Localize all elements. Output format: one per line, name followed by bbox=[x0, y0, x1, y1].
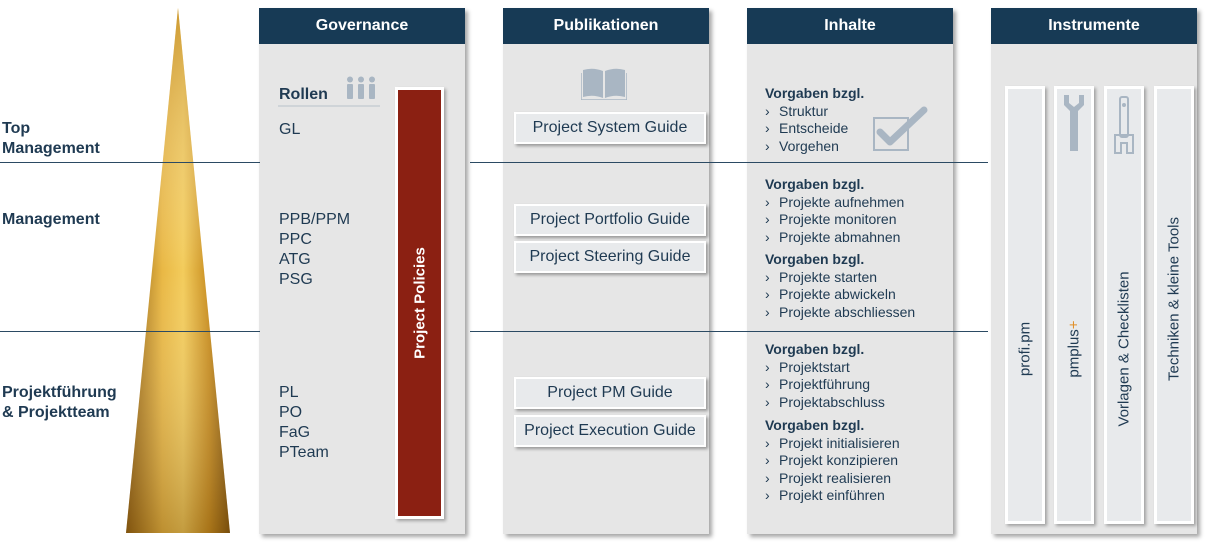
guide-project-steering: Project Steering Guide bbox=[514, 241, 706, 273]
guide-project-pm: Project PM Guide bbox=[514, 377, 706, 409]
tool-label-vorlagen-checklisten: Vorlagen & Checklisten bbox=[1115, 271, 1133, 427]
role-fag: FaG bbox=[279, 424, 311, 441]
tool-icon bbox=[1114, 96, 1134, 154]
roles-title: Rollen bbox=[279, 86, 328, 103]
role-pl: PL bbox=[279, 384, 299, 401]
tool-profi-pm: profi.pm bbox=[1005, 86, 1045, 524]
content-block-team-2: Vorgaben bzgl. ›Projekt initialisieren ›… bbox=[765, 417, 900, 504]
checkbox-check-icon bbox=[873, 106, 928, 151]
guide-project-portfolio: Project Portfolio Guide bbox=[514, 204, 706, 236]
hierarchy-pyramid bbox=[126, 8, 230, 533]
role-ppc: PPC bbox=[279, 231, 312, 248]
guide-project-execution: Project Execution Guide bbox=[514, 415, 706, 447]
divider-line-top-right bbox=[470, 162, 988, 163]
column-header-instrumente: Instrumente bbox=[991, 8, 1197, 44]
divider-line-top-left bbox=[0, 162, 260, 163]
column-publikationen: Publikationen Project System Guide Proje… bbox=[503, 8, 709, 534]
column-instrumente: Instrumente profi.pm pmplus+ Vorlagen & … bbox=[991, 8, 1197, 534]
column-governance: Governance Rollen GL PPB/PPM PPC ATG PSG… bbox=[259, 8, 465, 534]
column-header-publikationen: Publikationen bbox=[503, 8, 709, 44]
role-gl: GL bbox=[279, 121, 301, 138]
level-label-projektfuehrung: Projektführung& Projektteam bbox=[2, 384, 117, 421]
tool-vorlagen-checklisten: Vorlagen & Checklisten bbox=[1104, 86, 1144, 524]
content-block-management-2: Vorgaben bzgl. ›Projekte starten ›Projek… bbox=[765, 251, 916, 320]
people-icon bbox=[347, 76, 375, 99]
tool-techniken-kleine-tools: Techniken & kleine Tools bbox=[1154, 86, 1194, 524]
tool-label-profi-pm: profi.pm bbox=[1016, 321, 1034, 377]
role-pteam: PTeam bbox=[279, 444, 329, 461]
roles-underline bbox=[278, 105, 380, 107]
project-policies-bar: Project Policies bbox=[395, 87, 444, 519]
column-inhalte: Inhalte Vorgaben bzgl. ›Struktur ›Entsch… bbox=[747, 8, 953, 534]
role-psg: PSG bbox=[279, 271, 313, 288]
tool-pmplus: pmplus+ bbox=[1054, 86, 1094, 524]
book-icon bbox=[581, 68, 627, 100]
content-block-top: Vorgaben bzgl. ›Struktur ›Entscheide ›Vo… bbox=[765, 85, 865, 154]
tool-label-techniken-kleine-tools: Techniken & kleine Tools bbox=[1165, 217, 1183, 381]
role-ppb-ppm: PPB/PPM bbox=[279, 211, 351, 228]
tool-label-pmplus: pmplus+ bbox=[1065, 320, 1083, 378]
content-block-team-1: Vorgaben bzgl. ›Projektstart ›Projektfüh… bbox=[765, 341, 885, 410]
role-po: PO bbox=[279, 404, 303, 421]
column-header-governance: Governance bbox=[259, 8, 465, 44]
divider-line-bottom-right bbox=[470, 331, 988, 332]
level-label-management: Management bbox=[2, 211, 100, 228]
project-policies-label: Project Policies bbox=[411, 247, 428, 359]
guide-project-system: Project System Guide bbox=[514, 112, 706, 144]
role-atg: ATG bbox=[279, 251, 311, 268]
column-header-inhalte: Inhalte bbox=[747, 8, 953, 44]
wrench-icon bbox=[1064, 95, 1084, 151]
content-block-management-1: Vorgaben bzgl. ›Projekte aufnehmen ›Proj… bbox=[765, 176, 905, 245]
divider-line-bottom-left bbox=[0, 331, 260, 332]
